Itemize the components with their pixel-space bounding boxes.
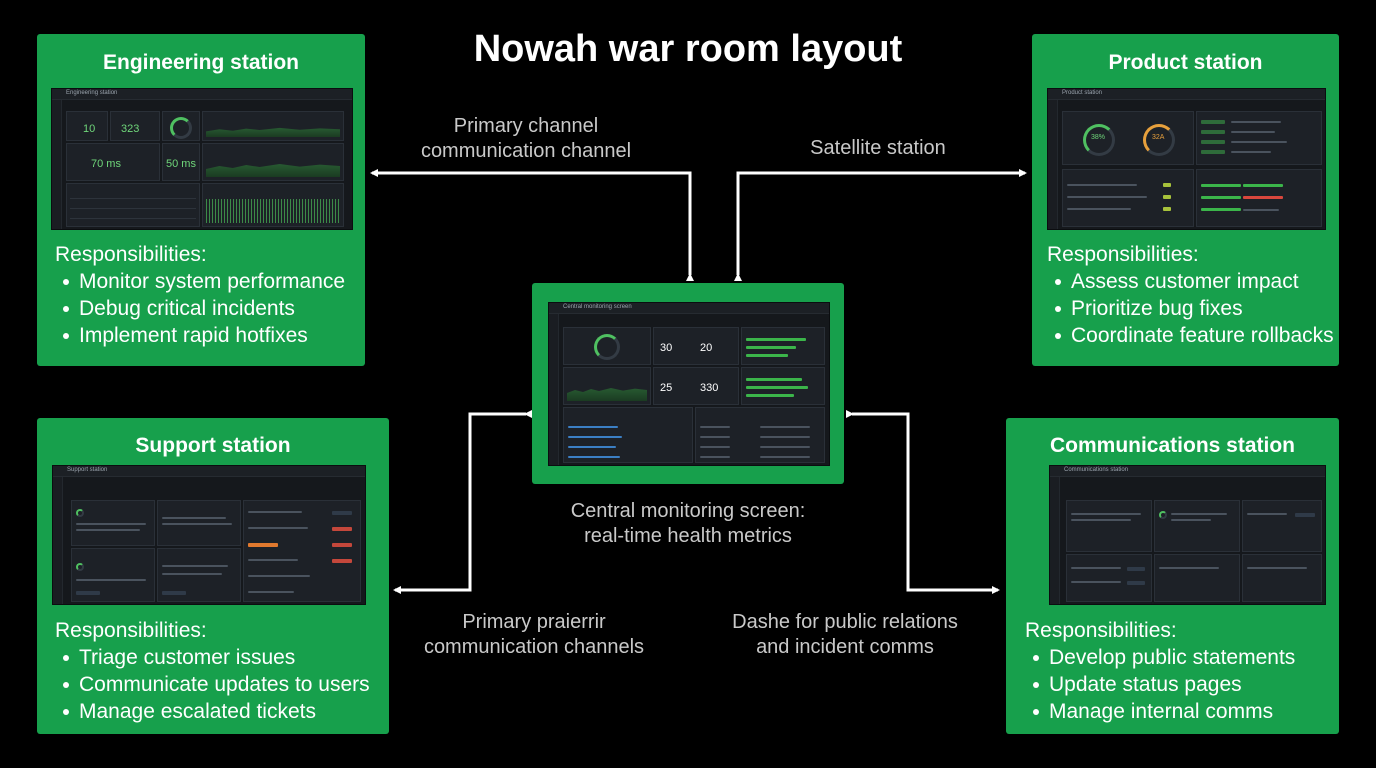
chart-panel bbox=[66, 183, 200, 227]
screen-title: Engineering station bbox=[66, 90, 118, 96]
central-monitoring-station: Central monitoring screen 30 20 25 330 bbox=[532, 283, 844, 484]
station-title: Communications station bbox=[1049, 434, 1296, 457]
responsibility-item: Assess customer impact bbox=[1055, 268, 1334, 295]
arrow-support-central bbox=[393, 410, 532, 594]
table-panel bbox=[1062, 169, 1194, 227]
statement-panel bbox=[1066, 500, 1152, 552]
table-panel bbox=[1196, 169, 1322, 227]
responsibility-item: Manage escalated tickets bbox=[63, 698, 370, 725]
feedback-panel bbox=[71, 548, 155, 602]
support-dashboard: Support station bbox=[52, 465, 366, 605]
screen-title: Communications station bbox=[1064, 467, 1129, 473]
responsibilities-heading: Responsibilities: bbox=[55, 243, 207, 266]
label-bottom-right: Dashe for public relations and incident … bbox=[732, 611, 958, 658]
ticket-panel bbox=[243, 500, 361, 602]
list-panel bbox=[1196, 111, 1322, 165]
update-panel bbox=[1154, 500, 1240, 552]
table-panel bbox=[695, 407, 825, 463]
responsibilities: Responsibilities: Triage customer issues… bbox=[55, 617, 370, 725]
responsibilities: Responsibilities: Assess customer impact… bbox=[1047, 241, 1334, 349]
page-title: Nowah war room layout bbox=[473, 28, 903, 70]
station-title: Product station bbox=[1108, 51, 1263, 74]
engineering-station: Engineering station Engineering station … bbox=[37, 34, 365, 366]
responsibility-item: Communicate updates to users bbox=[63, 673, 370, 696]
responsibility-item: Monitor system performance bbox=[62, 270, 346, 293]
product-dashboard: Product station 38% 32A bbox=[1047, 88, 1326, 230]
label-bottom-left: Primary praierrir communication channels bbox=[423, 611, 645, 658]
bar-panel bbox=[741, 367, 825, 405]
arrow-communications-central bbox=[846, 410, 1000, 594]
responsibility-item: Debug critical incidents bbox=[62, 295, 345, 322]
stat-panel: 323 bbox=[110, 111, 160, 141]
stat-panel: 50 ms bbox=[162, 143, 200, 181]
screen-title: Support station bbox=[67, 467, 108, 473]
station-title: Support station bbox=[135, 434, 291, 457]
stat-panel: 25 330 bbox=[653, 367, 739, 405]
chart-panel bbox=[202, 183, 344, 227]
gauge-panel: 38% 32A bbox=[1062, 111, 1194, 165]
bar-panel bbox=[741, 327, 825, 365]
internal-panel bbox=[1242, 554, 1322, 602]
responsibility-item: Develop public statements bbox=[1032, 646, 1296, 669]
screen-title: Product station bbox=[1062, 90, 1103, 96]
stat-panel: 10 bbox=[66, 111, 108, 141]
communications-station: Communications station Communications st… bbox=[1006, 418, 1339, 734]
action-panel bbox=[1242, 500, 1322, 552]
table-panel bbox=[563, 407, 693, 463]
stat-panel: 30 20 bbox=[653, 327, 739, 365]
stat-panel: 70 ms bbox=[66, 143, 160, 181]
engineering-dashboard: Engineering station 10 323 70 ms 50 ms bbox=[51, 88, 353, 230]
screen-title: Central monitoring screen bbox=[563, 304, 632, 310]
label-top-right: Satellite station bbox=[810, 137, 946, 159]
support-station: Support station Support station Responsi… bbox=[37, 418, 389, 734]
gauge-panel bbox=[563, 327, 651, 365]
responsibilities: Responsibilities: Develop public stateme… bbox=[1025, 617, 1295, 725]
status-panel bbox=[1154, 554, 1240, 602]
central-caption: Central monitoring screen: real-time hea… bbox=[570, 500, 806, 547]
station-title: Engineering station bbox=[102, 51, 299, 74]
responsibility-item: Update status pages bbox=[1032, 671, 1295, 698]
feedback-panel bbox=[157, 500, 241, 546]
responsibilities-heading: Responsibilities: bbox=[55, 619, 207, 642]
responsibilities: Responsibilities: Monitor system perform… bbox=[55, 241, 345, 349]
chart-panel bbox=[563, 367, 651, 405]
gauge-panel bbox=[162, 111, 200, 141]
arrow-engineering-central bbox=[370, 169, 694, 281]
responsibility-item: Triage customer issues bbox=[63, 644, 370, 671]
responsibility-item: Implement rapid hotfixes bbox=[62, 322, 345, 349]
responsibilities-heading: Responsibilities: bbox=[1025, 619, 1177, 642]
central-dashboard: Central monitoring screen 30 20 25 330 bbox=[548, 302, 830, 466]
chart-panel bbox=[202, 143, 344, 181]
responsibilities-heading: Responsibilities: bbox=[1047, 243, 1199, 266]
arrow-product-central bbox=[734, 169, 1027, 281]
product-station: Product station Product station 38% 32A … bbox=[1032, 34, 1339, 366]
communications-dashboard: Communications station bbox=[1049, 465, 1326, 605]
chart-panel bbox=[202, 111, 344, 141]
responsibility-item: Manage internal comms bbox=[1032, 698, 1295, 725]
feedback-panel bbox=[157, 548, 241, 602]
label-top-left: Primary channel communication channel bbox=[420, 115, 632, 162]
responsibility-item: Coordinate feature rollbacks bbox=[1055, 324, 1334, 347]
feedback-panel bbox=[71, 500, 155, 546]
list-panel bbox=[1066, 554, 1152, 602]
responsibility-item: Prioritize bug fixes bbox=[1055, 295, 1334, 322]
